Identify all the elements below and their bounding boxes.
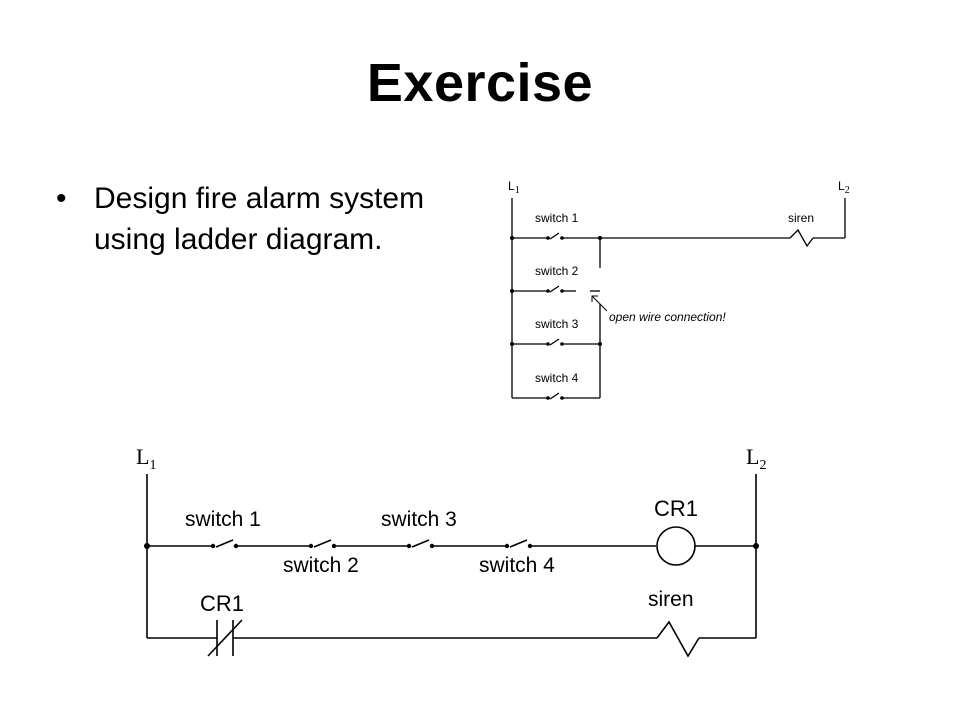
bottom-switch-4-contact [509,539,528,548]
bottom-switch-2-contact [313,539,332,548]
bottom-coil-cr1-symbol [656,526,696,566]
page-title: Exercise [366,53,594,113]
top-switch-2-contact [549,285,560,293]
top-annotation-label: open wire connection! [609,310,726,324]
bullet-text: Design fire alarm system using ladder di… [94,182,425,256]
bottom-rung-2: CR1 siren [147,588,756,658]
top-rail-right-label: L2 [838,179,850,196]
bottom-switch-1-label: switch 1 [185,508,261,531]
bottom-switch-3-label: switch 3 [381,508,457,531]
bottom-coil-label: CR1 [654,496,698,521]
top-switch-4-contact [549,392,560,400]
top-annotation-arrow [591,295,608,312]
bottom-siren-symbol [656,620,700,658]
bottom-switch-4-label: switch 4 [479,554,555,577]
diagram-bottom: L1 L2 switch 1 switch 2 [136,444,766,658]
top-switch-4-label: switch 4 [535,371,579,385]
top-rung-1: switch 1 siren [512,211,845,248]
top-rail-left-label: L1 [508,179,520,196]
bottom-contact-cr1-slash [207,619,243,657]
top-rung-3: switch 3 [512,317,600,346]
diagram-top: L1 L2 switch 1 siren switch 2 [508,179,850,400]
bottom-switch-3-contact [411,539,430,548]
top-siren-label: siren [788,211,814,225]
top-siren-symbol [789,228,814,248]
top-switch-3-contact [549,338,560,346]
top-switch-1-contact [549,232,560,240]
bottom-contact-label: CR1 [200,591,244,616]
top-rung-4: switch 4 [512,371,600,400]
top-switch-2-label: switch 2 [535,264,579,278]
bottom-siren-label: siren [648,588,694,611]
top-switch-1-label: switch 1 [535,211,579,225]
top-switch-3-label: switch 3 [535,317,579,331]
bottom-switch-1-contact [215,539,234,548]
top-rung-2: switch 2 [512,264,600,293]
bottom-switch-2-label: switch 2 [283,554,359,577]
bottom-rail-left-label: L1 [136,444,156,473]
bottom-rung-1: switch 1 switch 2 switch 3 switch 4 CR1 [147,496,756,577]
bottom-rail-right-label: L2 [746,444,766,473]
bullet-symbol: • [56,182,67,215]
